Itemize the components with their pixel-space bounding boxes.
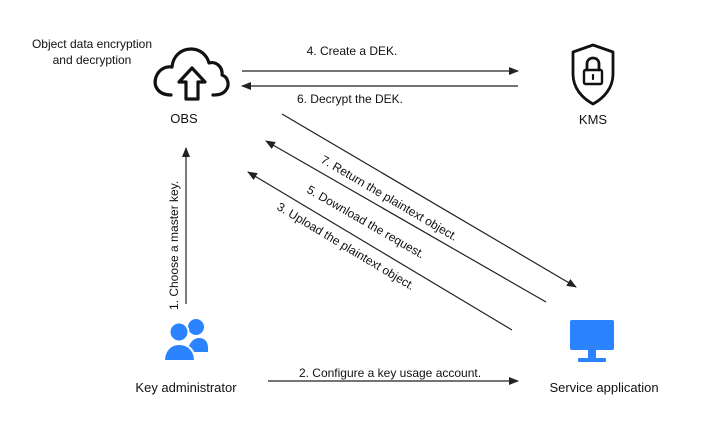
arrow-step-3: [247, 171, 513, 331]
step-2-label: 2. Configure a key usage account.: [299, 366, 481, 380]
service-label: Service application: [549, 380, 658, 395]
caption-line-2: and decryption: [53, 53, 132, 67]
shield-lock-icon: [571, 43, 615, 106]
users-icon: [162, 319, 208, 362]
cloud-upload-icon: [153, 47, 230, 101]
monitor-icon: [570, 320, 614, 362]
arrow-step-7: [281, 113, 577, 288]
step-1-label: 1. Choose a master key.: [167, 181, 181, 310]
arrow-step-5: [265, 140, 547, 303]
step-6-label: 6. Decrypt the DEK.: [297, 92, 403, 106]
obs-label: OBS: [170, 111, 198, 126]
kms-label: KMS: [579, 112, 608, 127]
admin-label: Key administrator: [135, 380, 237, 395]
caption-line-1: Object data encryption: [32, 37, 152, 51]
step-4-label: 4. Create a DEK.: [307, 44, 398, 58]
